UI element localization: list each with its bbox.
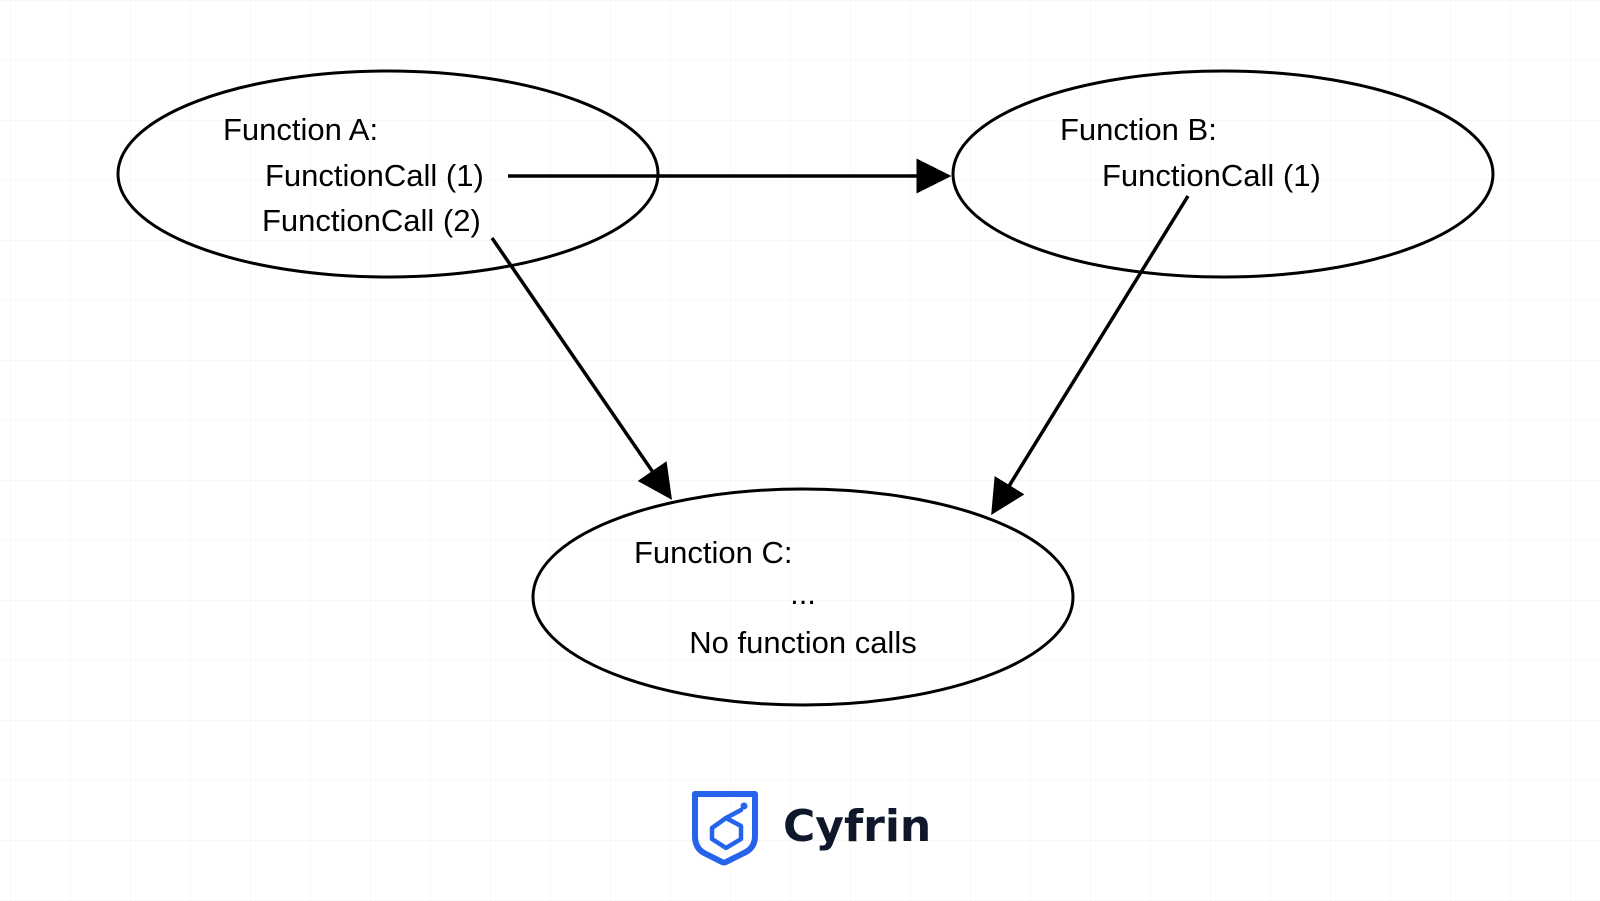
node-function-a-title: Function A: [223, 112, 378, 147]
node-function-a-call-2: FunctionCall (2) [262, 203, 481, 238]
brand-logo: Cyfrin [692, 791, 931, 866]
edge-b-to-c [991, 195, 1190, 515]
node-function-c-ellipsis: ... [790, 576, 816, 611]
node-function-c-note: No function calls [689, 625, 916, 660]
brand-name: Cyfrin [783, 801, 931, 852]
node-function-b [951, 69, 1495, 279]
node-function-c-title: Function C: [634, 535, 793, 570]
node-function-c [531, 487, 1075, 707]
shield-icon [692, 791, 758, 866]
node-function-b-call-1: FunctionCall (1) [1102, 158, 1321, 193]
node-function-a-call-1: FunctionCall (1) [265, 158, 484, 193]
node-function-a [116, 69, 660, 279]
edge-a-to-c [490, 237, 672, 500]
node-function-b-title: Function B: [1060, 112, 1217, 147]
